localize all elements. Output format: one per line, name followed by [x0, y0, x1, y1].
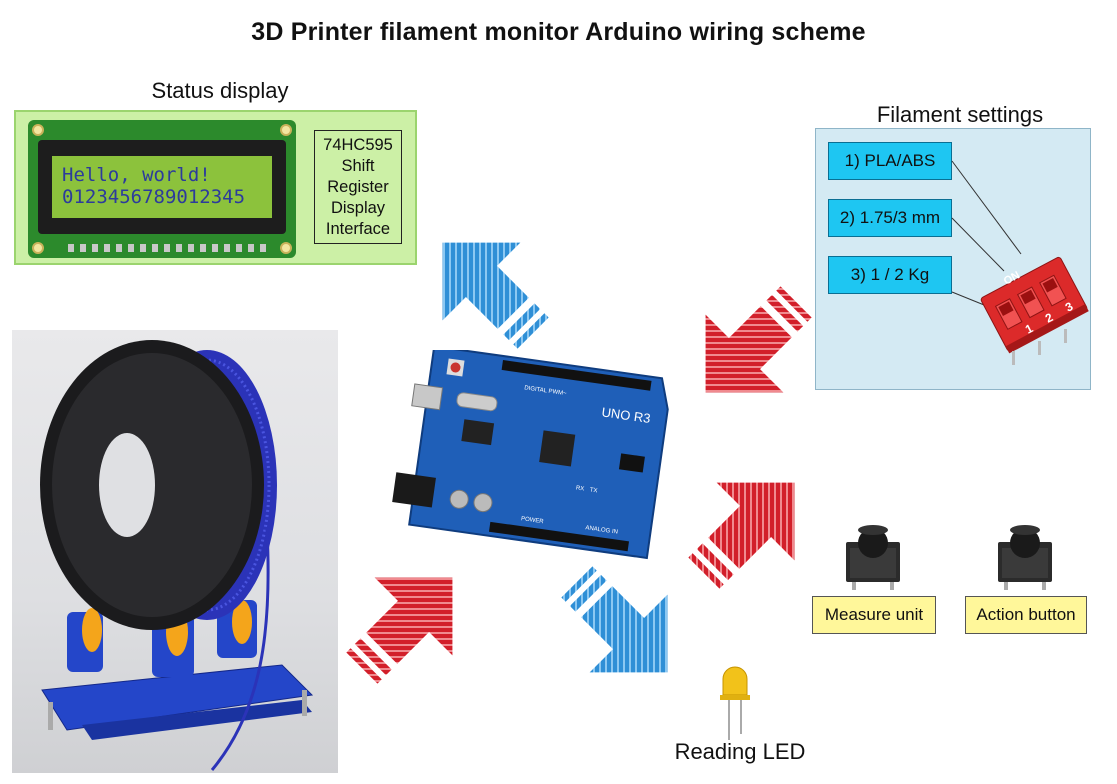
dip-switch-graphic: ON 1 2 3 [951, 160, 1089, 365]
crystal [456, 392, 498, 412]
base-plate-lower [82, 700, 312, 740]
reset-button [450, 362, 461, 373]
shift-register-line: Shift [341, 157, 375, 175]
mounting-hole [280, 124, 292, 136]
action-button-graphic [998, 525, 1052, 590]
dip-pin [1012, 351, 1015, 365]
dip-pin [1064, 329, 1067, 343]
diagram-title: 3D Printer filament monitor Arduino wiri… [251, 18, 866, 46]
usb-port [411, 383, 444, 411]
filament-settings-panel: 1) PLA/ABS 2) 1.75/3 mm 3) 1 / 2 Kg ON 1… [815, 128, 1091, 390]
leader-line [951, 160, 1022, 255]
arrow-to-status-display [403, 203, 572, 372]
measure-unit-button-graphic [846, 525, 900, 590]
bearing-wheel [232, 600, 252, 644]
silkscreen-analog: ANALOG IN [585, 525, 618, 535]
silkscreen-digital: DIGITAL PWM~ [524, 385, 567, 397]
mounting-hole [280, 242, 292, 254]
analog-header [488, 521, 629, 552]
lcd-line-1: Hello, world! [62, 164, 211, 186]
base-plate [41, 664, 314, 731]
digital-header [501, 360, 652, 391]
reading-led-caption: Reading LED [674, 739, 806, 764]
icsp-header [618, 453, 645, 473]
standoff [302, 690, 307, 716]
power-jack [392, 472, 436, 508]
status-display-panel: Hello, world!0123456789012345 74HC595 Sh… [14, 110, 417, 265]
silkscreen-tx: TX [589, 487, 597, 494]
board-label: UNO R3 [601, 404, 652, 426]
arduino-uno-board: UNO R3 DIGITAL PWM~ POWER ANALOG IN RX T… [392, 350, 669, 560]
reading-led-graphic [720, 666, 750, 740]
bearing-wheel [82, 608, 102, 652]
capacitor [473, 493, 493, 513]
leader-line [951, 217, 1005, 272]
silkscreen-power: POWER [521, 516, 545, 525]
action-button-label: Action button [965, 596, 1087, 634]
lcd-module: Hello, world!0123456789012345 [28, 120, 296, 258]
mounting-hole [32, 242, 44, 254]
atmega-chip [539, 430, 576, 467]
measure-unit-label: Measure unit [812, 596, 936, 634]
shift-register-label: 74HC595 Shift Register Display Interface [314, 130, 402, 244]
silkscreen-rx: RX [575, 485, 584, 492]
arrow-from-spool-sensor [323, 538, 492, 707]
lcd-screen: Hello, world!0123456789012345 [52, 156, 272, 218]
setting-material: 1) PLA/ABS [828, 142, 952, 180]
dip-pin [1038, 341, 1041, 355]
filament-settings-caption: Filament settings [876, 102, 1044, 127]
arrow-to-led [538, 543, 707, 712]
shift-register-line: Interface [325, 220, 391, 238]
filament-spool-photo [12, 330, 338, 773]
dip-switch [980, 256, 1089, 354]
filament-strand [210, 529, 270, 771]
shift-register-line: Display [330, 199, 386, 217]
standoff [48, 702, 53, 730]
lcd-header-pins [68, 244, 268, 252]
arrow-from-settings [666, 263, 835, 432]
lcd-bezel: Hello, world!0123456789012345 [38, 140, 286, 234]
lcd-line-2: 0123456789012345 [62, 186, 246, 208]
mounting-hole [32, 124, 44, 136]
usb-chip [461, 419, 495, 446]
status-display-caption: Status display [151, 78, 289, 103]
setting-weight: 3) 1 / 2 Kg [828, 256, 952, 294]
shift-register-line: Register [327, 178, 389, 196]
capacitor [449, 489, 469, 509]
arrow-from-buttons [665, 443, 834, 612]
shift-register-line: 74HC595 [323, 136, 393, 154]
spool-hub-hole [99, 433, 155, 537]
setting-diameter: 2) 1.75/3 mm [828, 199, 952, 237]
